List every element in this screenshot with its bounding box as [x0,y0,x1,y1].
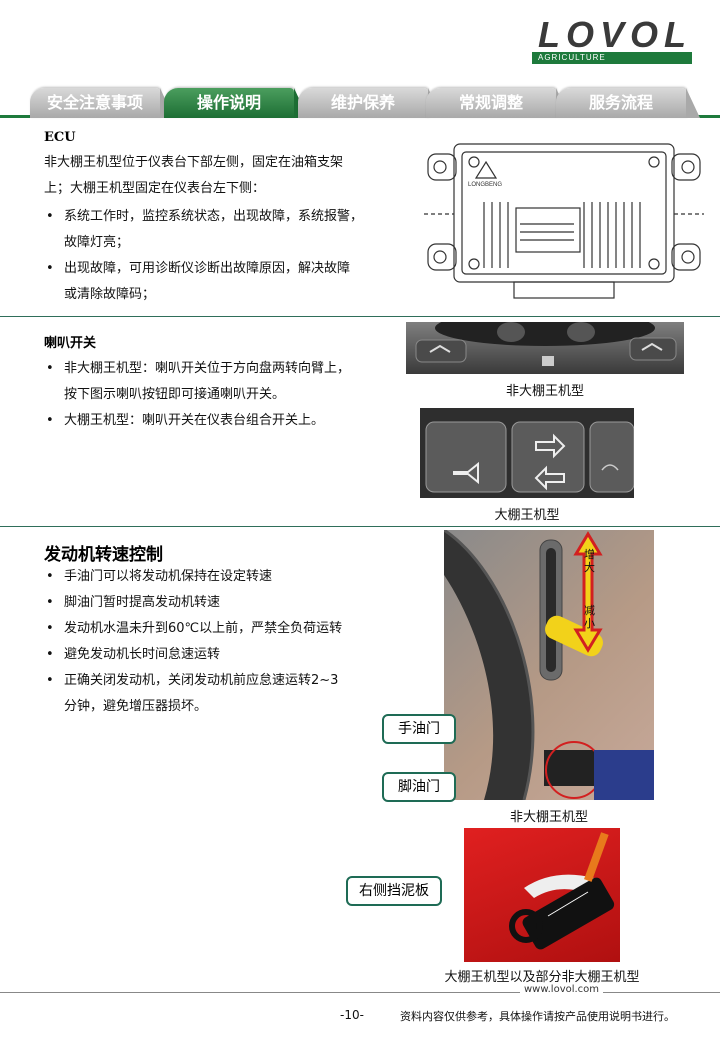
list-item: 避免发动机长时间怠速运转 [44,642,404,668]
ecu-drawing [424,143,704,299]
engine-caption-top: 非大棚王机型 [509,810,588,825]
horn-caption-bottom: 大棚王机型 [494,508,560,523]
horn-photo-panel [420,408,634,498]
callout-foot-throttle: 脚油门 [382,772,456,802]
engine-photo-throttle: 增大 减小 [444,530,654,800]
ecu-intro-line: 非大棚王机型位于仪表台下部左侧，固定在油箱支架 [44,155,344,170]
list-item: 脚油门暂时提高发动机转速 [44,590,404,616]
list-item: 发动机水温未升到60℃以上前，严禁全负荷运转 [44,616,404,642]
throttle-decrease-label: 减小 [584,604,595,630]
ecu-intro-line: 上；大棚王机型固定在仪表台左下侧： [44,181,266,196]
section-divider [0,316,720,317]
engine-caption-bottom: 大棚王机型以及部分非大棚王机型 [444,970,640,985]
footer-url[interactable]: www.lovol.com [520,984,604,995]
footer-line [0,992,720,993]
horn-caption-top: 非大棚王机型 [505,384,584,399]
horn-photo-steering [406,322,684,374]
list-item: 系统工作时，监控系统状态，出现故障，系统报警，故障灯亮； [44,204,414,256]
list-item: 正确关闭发动机，关闭发动机前应怠速运转2~3分钟，避免增压器损坏。 [44,668,404,720]
callout-right-fender: 右侧挡泥板 [346,876,442,906]
ecu-device-label: LONGBENG [468,182,503,188]
list-item: 非大棚王机型：喇叭开关位于方向盘两转向臂上，按下图示喇叭按钮即可接通喇叭开关。 [44,356,404,408]
list-item: 手油门可以将发动机保持在设定转速 [44,564,404,590]
brand-logo: LOVOL AGRICULTURE [522,14,692,66]
engine-photo-fender [464,828,620,962]
engine-title: 发动机转速控制 [44,545,163,565]
brand-tagline: AGRICULTURE [532,52,692,64]
footer-note: 资料内容仅供参考，具体操作请按产品使用说明书进行。 [400,1010,675,1023]
section-tabs: 安全注意事项 操作说明 维护保养 常规调整 服务流程 [0,86,720,118]
engine-bullets: 手油门可以将发动机保持在设定转速 脚油门暂时提高发动机转速 发动机水温未升到60… [44,564,404,720]
horn-title: 喇叭开关 [44,336,97,351]
tab-safety[interactable]: 安全注意事项 [30,88,174,118]
ecu-intro: 非大棚王机型位于仪表台下部左侧，固定在油箱支架 上；大棚王机型固定在仪表台左下侧… [44,150,404,202]
tab-service[interactable]: 服务流程 [556,88,700,118]
throttle-increase-label: 增大 [584,548,595,574]
page-number: -10- [340,1008,364,1022]
ecu-title: ECU [44,130,76,145]
horn-bullets: 非大棚王机型：喇叭开关位于方向盘两转向臂上，按下图示喇叭按钮即可接通喇叭开关。 … [44,356,404,434]
brand-name: LOVOL [538,14,692,55]
tab-operation[interactable]: 操作说明 [164,88,308,118]
tab-adjustment[interactable]: 常规调整 [426,88,570,118]
section-divider [0,526,720,527]
list-item: 大棚王机型：喇叭开关在仪表台组合开关上。 [44,408,404,434]
callout-hand-throttle: 手油门 [382,714,456,744]
ecu-diagram: LONGBENG [424,132,704,304]
tab-maintenance[interactable]: 维护保养 [298,88,442,118]
ecu-bullets: 系统工作时，监控系统状态，出现故障，系统报警，故障灯亮； 出现故障，可用诊断仪诊… [44,204,414,308]
